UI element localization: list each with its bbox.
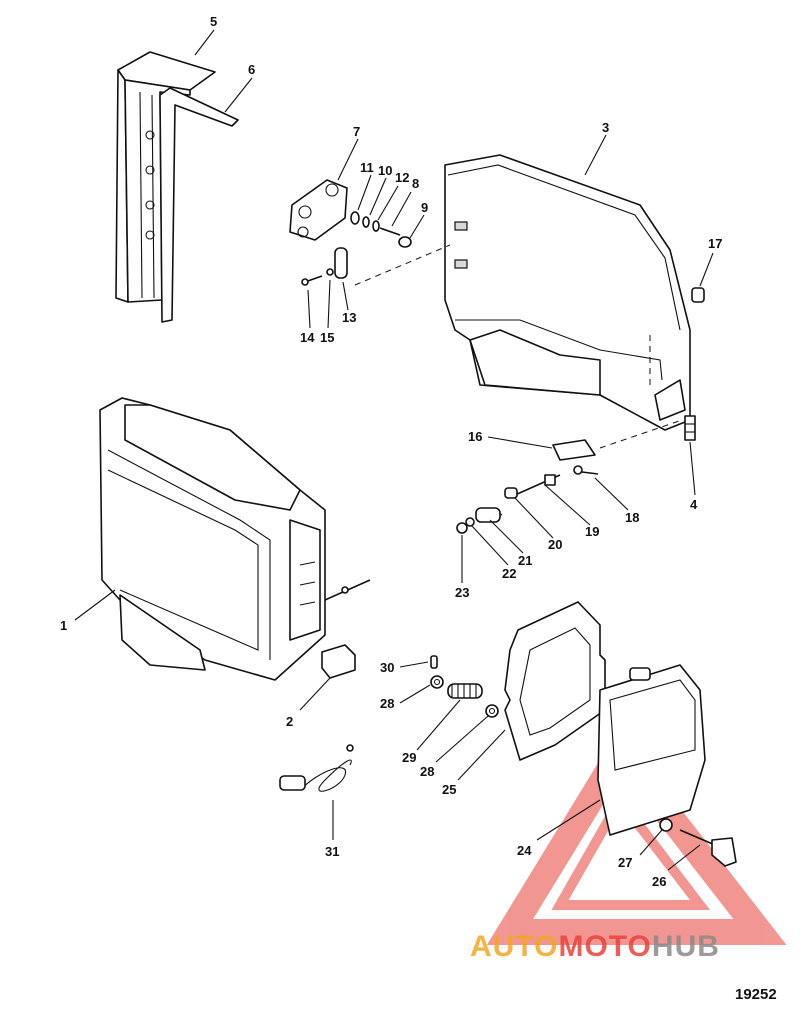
figure-code: 19252 (735, 986, 777, 1003)
clip-4 (684, 415, 696, 441)
callout-23: 23 (455, 585, 469, 600)
callout-26: 26 (652, 874, 666, 889)
svg-text:AUTOMOTOHUB: AUTOMOTOHUB (470, 930, 720, 963)
callout-6: 6 (248, 62, 255, 77)
callout-30: 30 (380, 660, 394, 675)
callout-5: 5 (210, 14, 217, 29)
leader-lines (74, 29, 714, 871)
clip-17 (691, 287, 705, 303)
access-door (597, 664, 706, 836)
callout-labels: 5 6 7 11 10 12 8 9 3 17 14 15 13 16 4 18… (60, 14, 722, 889)
watermark-moto: MOTO (558, 930, 651, 963)
callout-27: 27 (618, 855, 632, 870)
knob-set (659, 818, 737, 867)
callout-28a: 28 (380, 696, 394, 711)
callout-29: 29 (402, 750, 416, 765)
callout-9: 9 (421, 200, 428, 215)
callout-25: 25 (442, 782, 456, 797)
rear-cowl (444, 154, 691, 431)
callout-20: 20 (548, 537, 562, 552)
watermark-text: AUTOMOTOHUB (470, 930, 720, 963)
callout-3: 3 (602, 120, 609, 135)
cable-31 (279, 744, 354, 792)
callout-17: 17 (708, 236, 722, 251)
callout-31: 31 (325, 844, 339, 859)
callout-14: 14 (300, 330, 315, 345)
callout-1: 1 (60, 618, 67, 633)
callout-11: 11 (360, 160, 374, 175)
main-cowl (99, 397, 371, 681)
bracket-channel (115, 51, 239, 323)
callout-2: 2 (286, 714, 293, 729)
watermark-triangle (486, 729, 787, 945)
callout-22: 22 (502, 566, 516, 581)
callout-15: 15 (320, 330, 334, 345)
callout-10: 10 (378, 163, 392, 178)
callout-7: 7 (353, 124, 360, 139)
block-2 (321, 644, 356, 679)
latch-hardware (456, 439, 599, 534)
callout-8: 8 (412, 176, 419, 191)
spring-set (430, 655, 499, 718)
callout-28b: 28 (420, 764, 434, 779)
callout-19: 19 (585, 524, 599, 539)
watermark-hub: HUB (652, 930, 720, 963)
callout-13: 13 (342, 310, 356, 325)
callout-21: 21 (518, 553, 532, 568)
callout-12: 12 (395, 170, 409, 185)
hinge-assembly (289, 179, 412, 286)
watermark-auto: AUTO (470, 930, 558, 963)
callout-16: 16 (468, 429, 482, 444)
callout-4: 4 (690, 497, 698, 512)
callout-18: 18 (625, 510, 639, 525)
callout-24: 24 (517, 843, 532, 858)
gasket (504, 601, 606, 761)
